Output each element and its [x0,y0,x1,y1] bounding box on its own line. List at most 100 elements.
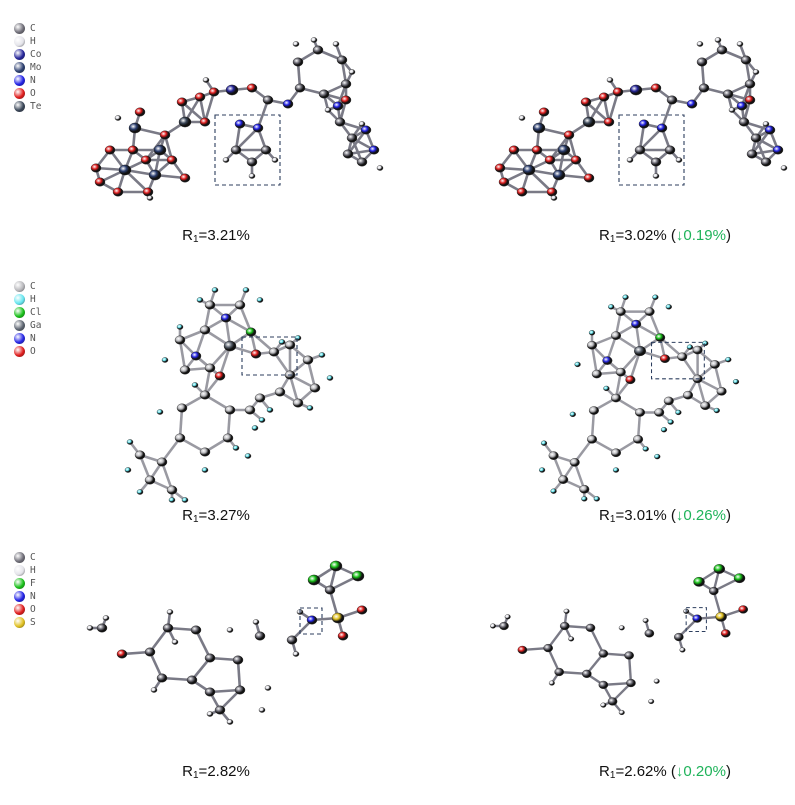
atom-h [686,344,693,350]
atom-f [329,560,343,572]
atom-h [191,382,199,388]
atom-n [602,356,613,365]
atom-o [744,95,756,105]
atom-c [176,403,188,413]
r1-improvement: ↓0.20% [675,763,726,780]
r1-refined-row3: R1=2.62% (↓0.20%) [599,763,731,781]
atom-h [550,488,557,494]
atom-o [603,117,615,127]
atom-c [190,625,202,635]
legend-item: Mo [14,61,41,74]
atom-c [666,95,678,105]
atom-h [176,324,184,330]
atom-c [174,335,186,345]
r1-original-row3: R1=2.82% [182,763,250,781]
molecule-row2-refined [539,294,740,502]
legend-label: C [30,281,36,292]
highlight-box [214,114,281,186]
element-swatch-icon [14,294,25,305]
atom-n [360,125,372,135]
atom-c [309,383,321,393]
atom-h [618,709,625,716]
legend-label: C [30,23,36,34]
bond [190,657,212,681]
atom-n [764,125,776,135]
legend-label: Ga [30,320,42,331]
atom-h [166,609,174,615]
atom-c [156,673,168,683]
atom-h [244,453,252,459]
highlight-box [241,336,298,376]
molecule-row2-original [124,287,334,503]
atom-c [585,623,596,632]
atom-h [736,41,744,47]
atom-c [214,705,226,715]
atom-c [166,485,178,495]
atom-h [258,707,266,713]
bond [627,655,633,684]
atom-c [96,623,108,633]
bond [235,127,259,151]
atom-c [738,117,750,127]
atom-h [326,375,334,381]
atom-c [644,629,655,638]
atom-c [336,55,348,65]
atom-o [176,97,188,107]
atom-c [346,133,358,143]
atom-h [581,496,588,502]
atom-h [136,489,144,495]
atom-h [654,453,661,460]
atom-h [332,41,340,47]
atom-c [650,157,662,167]
atom-c [260,145,272,155]
atom-o [563,130,575,140]
bond [659,336,684,358]
bond [148,627,170,653]
atom-h [310,37,318,43]
legend-item: S [14,616,36,629]
atom-c [548,451,559,460]
atom-c [722,89,734,99]
legend-item: H [14,35,41,48]
atom-h [540,440,548,446]
bond [636,412,642,440]
atom-o [498,177,510,187]
atom-o [598,92,610,102]
legend-item: O [14,87,41,100]
atom-h [648,698,655,704]
atom-n [692,614,702,623]
atom-h [168,497,176,503]
atom-c [204,363,216,373]
atom-n [306,615,318,625]
r1-refined-row2: R1=3.01% (↓0.26%) [599,507,731,525]
atom-c [234,300,246,310]
legend-item: H [14,293,41,306]
atom-h [593,496,600,502]
atom-h [202,77,210,83]
atom-c [611,331,621,340]
bond [681,356,699,380]
atom-c [692,345,703,355]
atom-o [531,145,543,155]
atom-n [190,351,202,361]
atom-h [518,115,526,121]
atom-h [642,617,649,624]
atom-c [664,145,676,155]
atom-o [208,87,220,97]
atom-c [204,653,216,663]
atom-h [626,157,634,163]
atom-o [194,92,206,102]
legend-item: H [14,564,36,577]
atom-c [156,457,168,467]
atom-o [508,145,520,155]
atom-o [494,163,506,173]
element-swatch-icon [14,578,25,589]
atom-f [307,574,321,586]
legend-item: Te [14,100,41,113]
atom-o [517,645,528,655]
bond [639,127,663,151]
atom-mo [532,122,546,134]
atom-h [252,619,260,625]
atom-n [631,319,642,329]
